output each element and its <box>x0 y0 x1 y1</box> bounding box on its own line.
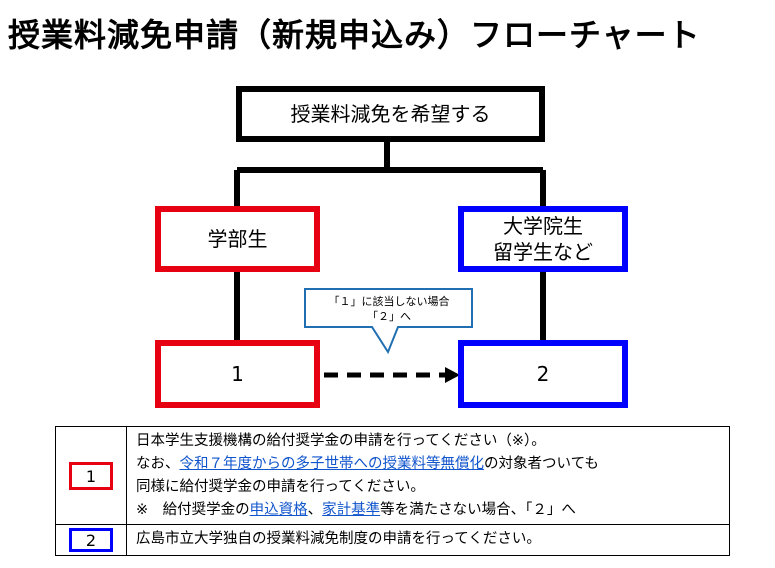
node-grad: 大学院生 留学生など <box>458 206 628 272</box>
node-undergrad-label: 学部生 <box>207 227 268 251</box>
legend-desc-1-line-2: なお、令和７年度からの多子世帯への授業料等無償化の対象者ついても <box>136 453 725 476</box>
legend-key-2: 2 <box>69 528 113 552</box>
node-grad-label-2: 留学生など <box>493 240 593 264</box>
legend-key-cell-2: 2 <box>56 525 127 555</box>
multi-child-tuition-free-link[interactable]: 令和７年度からの多子世帯への授業料等無償化 <box>179 456 485 472</box>
legend-key-1: 1 <box>69 462 113 490</box>
legend-table: 1 日本学生支援機構の給付奨学金の申請を行ってください（※）。 なお、令和７年度… <box>55 426 730 556</box>
node-step-2: 2 <box>458 340 628 408</box>
callout-line-2: 「２」へ <box>367 310 411 323</box>
eligibility-link[interactable]: 申込資格 <box>249 502 308 518</box>
node-grad-label-1: 大学院生 <box>503 214 583 238</box>
page-title: 授業料減免申請（新規申込み）フローチャート <box>8 16 701 54</box>
legend-desc-1-line-3: 同様に給付奨学金の申請を行ってください。 <box>136 479 425 495</box>
node-step-1-label: 1 <box>231 362 244 386</box>
node-want-reduction-label: 授業料減免を希望する <box>290 102 491 126</box>
legend-desc-1-line-1: 日本学生支援機構の給付奨学金の申請を行ってください（※）。 <box>136 433 546 449</box>
legend-key-cell-1: 1 <box>56 427 127 524</box>
income-criteria-link[interactable]: 家計基準 <box>322 502 381 518</box>
legend-desc-2: 広島市立大学独自の授業料減免制度の申請を行ってください。 <box>136 531 541 547</box>
legend-row-2: 2 広島市立大学独自の授業料減免制度の申請を行ってください。 <box>56 525 729 555</box>
legend-desc-1-line-4: ※ 給付奨学金の申込資格、家計基準等を満たさない場合、「２」へ <box>136 499 725 522</box>
node-want-reduction: 授業料減免を希望する <box>236 86 545 142</box>
callout-text: 「１」に該当しない場合 「２」へ <box>309 294 469 324</box>
node-undergrad: 学部生 <box>155 206 320 272</box>
legend-desc-1-line-2-prefix: なお、 <box>136 456 180 472</box>
node-step-1: 1 <box>155 340 320 408</box>
dashed-arrow-head <box>445 367 460 383</box>
legend-desc-1-line-4-prefix: ※ 給付奨学金の <box>136 502 250 518</box>
callout-bubble <box>304 288 473 355</box>
legend-desc-1-line-2-suffix: の対象者ついても <box>484 456 599 472</box>
node-step-2-label: 2 <box>536 362 550 386</box>
legend-desc-1-line-4-sep: 、 <box>307 502 323 518</box>
legend-desc-1: 日本学生支援機構の給付奨学金の申請を行ってください（※）。 なお、令和７年度から… <box>136 430 725 522</box>
callout-line-1: 「１」に該当しない場合 <box>328 295 450 308</box>
legend-desc-1-line-4-suffix: 等を満たさない場合、「２」へ <box>380 502 576 518</box>
legend-row-1: 1 日本学生支援機構の給付奨学金の申請を行ってください（※）。 なお、令和７年度… <box>56 427 729 525</box>
